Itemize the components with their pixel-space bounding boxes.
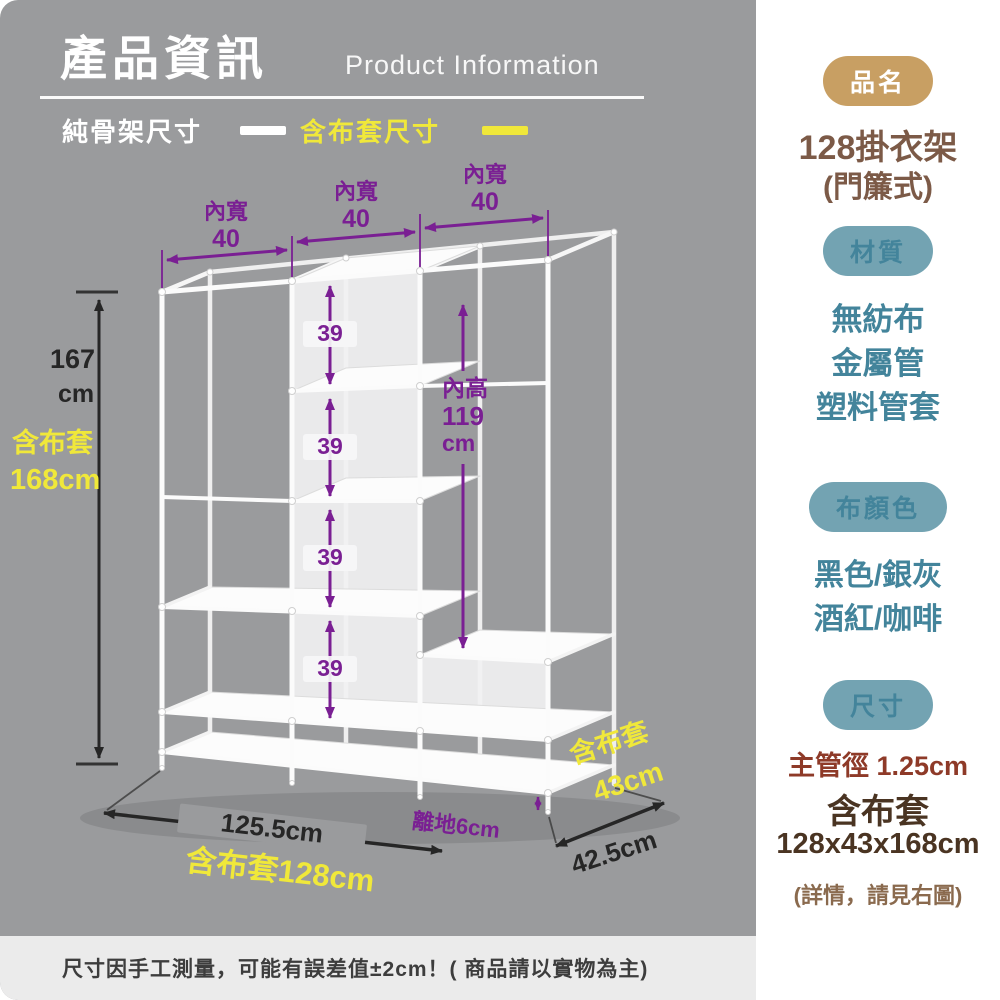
dim-top-width-1: 內寬 40 <box>203 199 248 253</box>
product-name-type: (門簾式) <box>823 171 933 204</box>
dim-inner-height: 內高 119 cm <box>442 375 488 456</box>
page-subtitle: Product Information <box>345 50 600 80</box>
size-dimensions: 128x43x168cm <box>776 828 980 860</box>
page-title: 產品資訊 <box>60 32 268 85</box>
title-underline <box>40 96 644 99</box>
size-pipe-diameter: 主管徑 1.25cm <box>787 751 969 781</box>
material-3: 塑料管套 <box>816 390 940 425</box>
frame-group <box>158 228 618 815</box>
badge-size: 尺寸 <box>822 680 934 730</box>
dim-top-width-2: 內寬 40 <box>333 179 378 233</box>
badge-material: 材質 <box>822 226 934 276</box>
dim-depth: 42.5cm <box>567 824 661 880</box>
legend-cover-dash-icon <box>482 126 528 135</box>
legend-frame-dash-icon <box>240 126 286 135</box>
dim-top-width-3: 內寬 40 <box>462 162 507 216</box>
dim-frame-height: 167 <box>50 344 96 374</box>
size-see-right-note: (詳情，請見右圖) <box>793 883 963 908</box>
product-name: 128掛衣架 <box>798 129 958 167</box>
dim-cover-height-label: 含布套 <box>12 428 93 458</box>
footer-note-strip: 尺寸因手工測量，可能有誤差值±2cm！( 商品請以實物為主) <box>0 936 756 1000</box>
dim-gap-39-1: 39 <box>303 320 357 347</box>
fabric-colors-1: 黑色/銀灰 <box>813 559 943 592</box>
size-cover-label: 含布套 <box>827 793 929 831</box>
material-1: 無紡布 <box>831 302 925 337</box>
diagram-area: 產品資訊 Product Information 純骨架尺寸 含布套尺寸 內寬 … <box>0 0 756 1000</box>
dim-cover-height-value: 168cm <box>10 464 101 496</box>
dim-ground-clearance: 離地6cm <box>410 808 502 843</box>
badge-product-name: 品名 <box>822 56 934 106</box>
badge-fabric-color: 布顏色 <box>808 482 948 532</box>
fabric-colors-2: 酒紅/咖啡 <box>813 603 943 636</box>
dim-gap-39-2: 39 <box>303 433 357 460</box>
dim-gap-39-3: 39 <box>303 544 357 571</box>
dim-frame-height-unit: cm <box>58 380 95 408</box>
dim-gap-39-4: 39 <box>303 655 357 682</box>
material-2: 金屬管 <box>831 346 925 381</box>
dim-cover-width: 含布套128cm <box>183 842 377 899</box>
footer-note: 尺寸因手工測量，可能有誤差值±2cm！( 商品請以實物為主) <box>62 958 649 981</box>
legend-cover-label: 含布套尺寸 <box>300 117 441 147</box>
info-panel: 品名 128掛衣架 (門簾式) 材質 無紡布 金屬管 塑料管套 布顏色 黑色/銀… <box>756 0 1000 1000</box>
legend-frame-label: 純骨架尺寸 <box>62 117 203 147</box>
